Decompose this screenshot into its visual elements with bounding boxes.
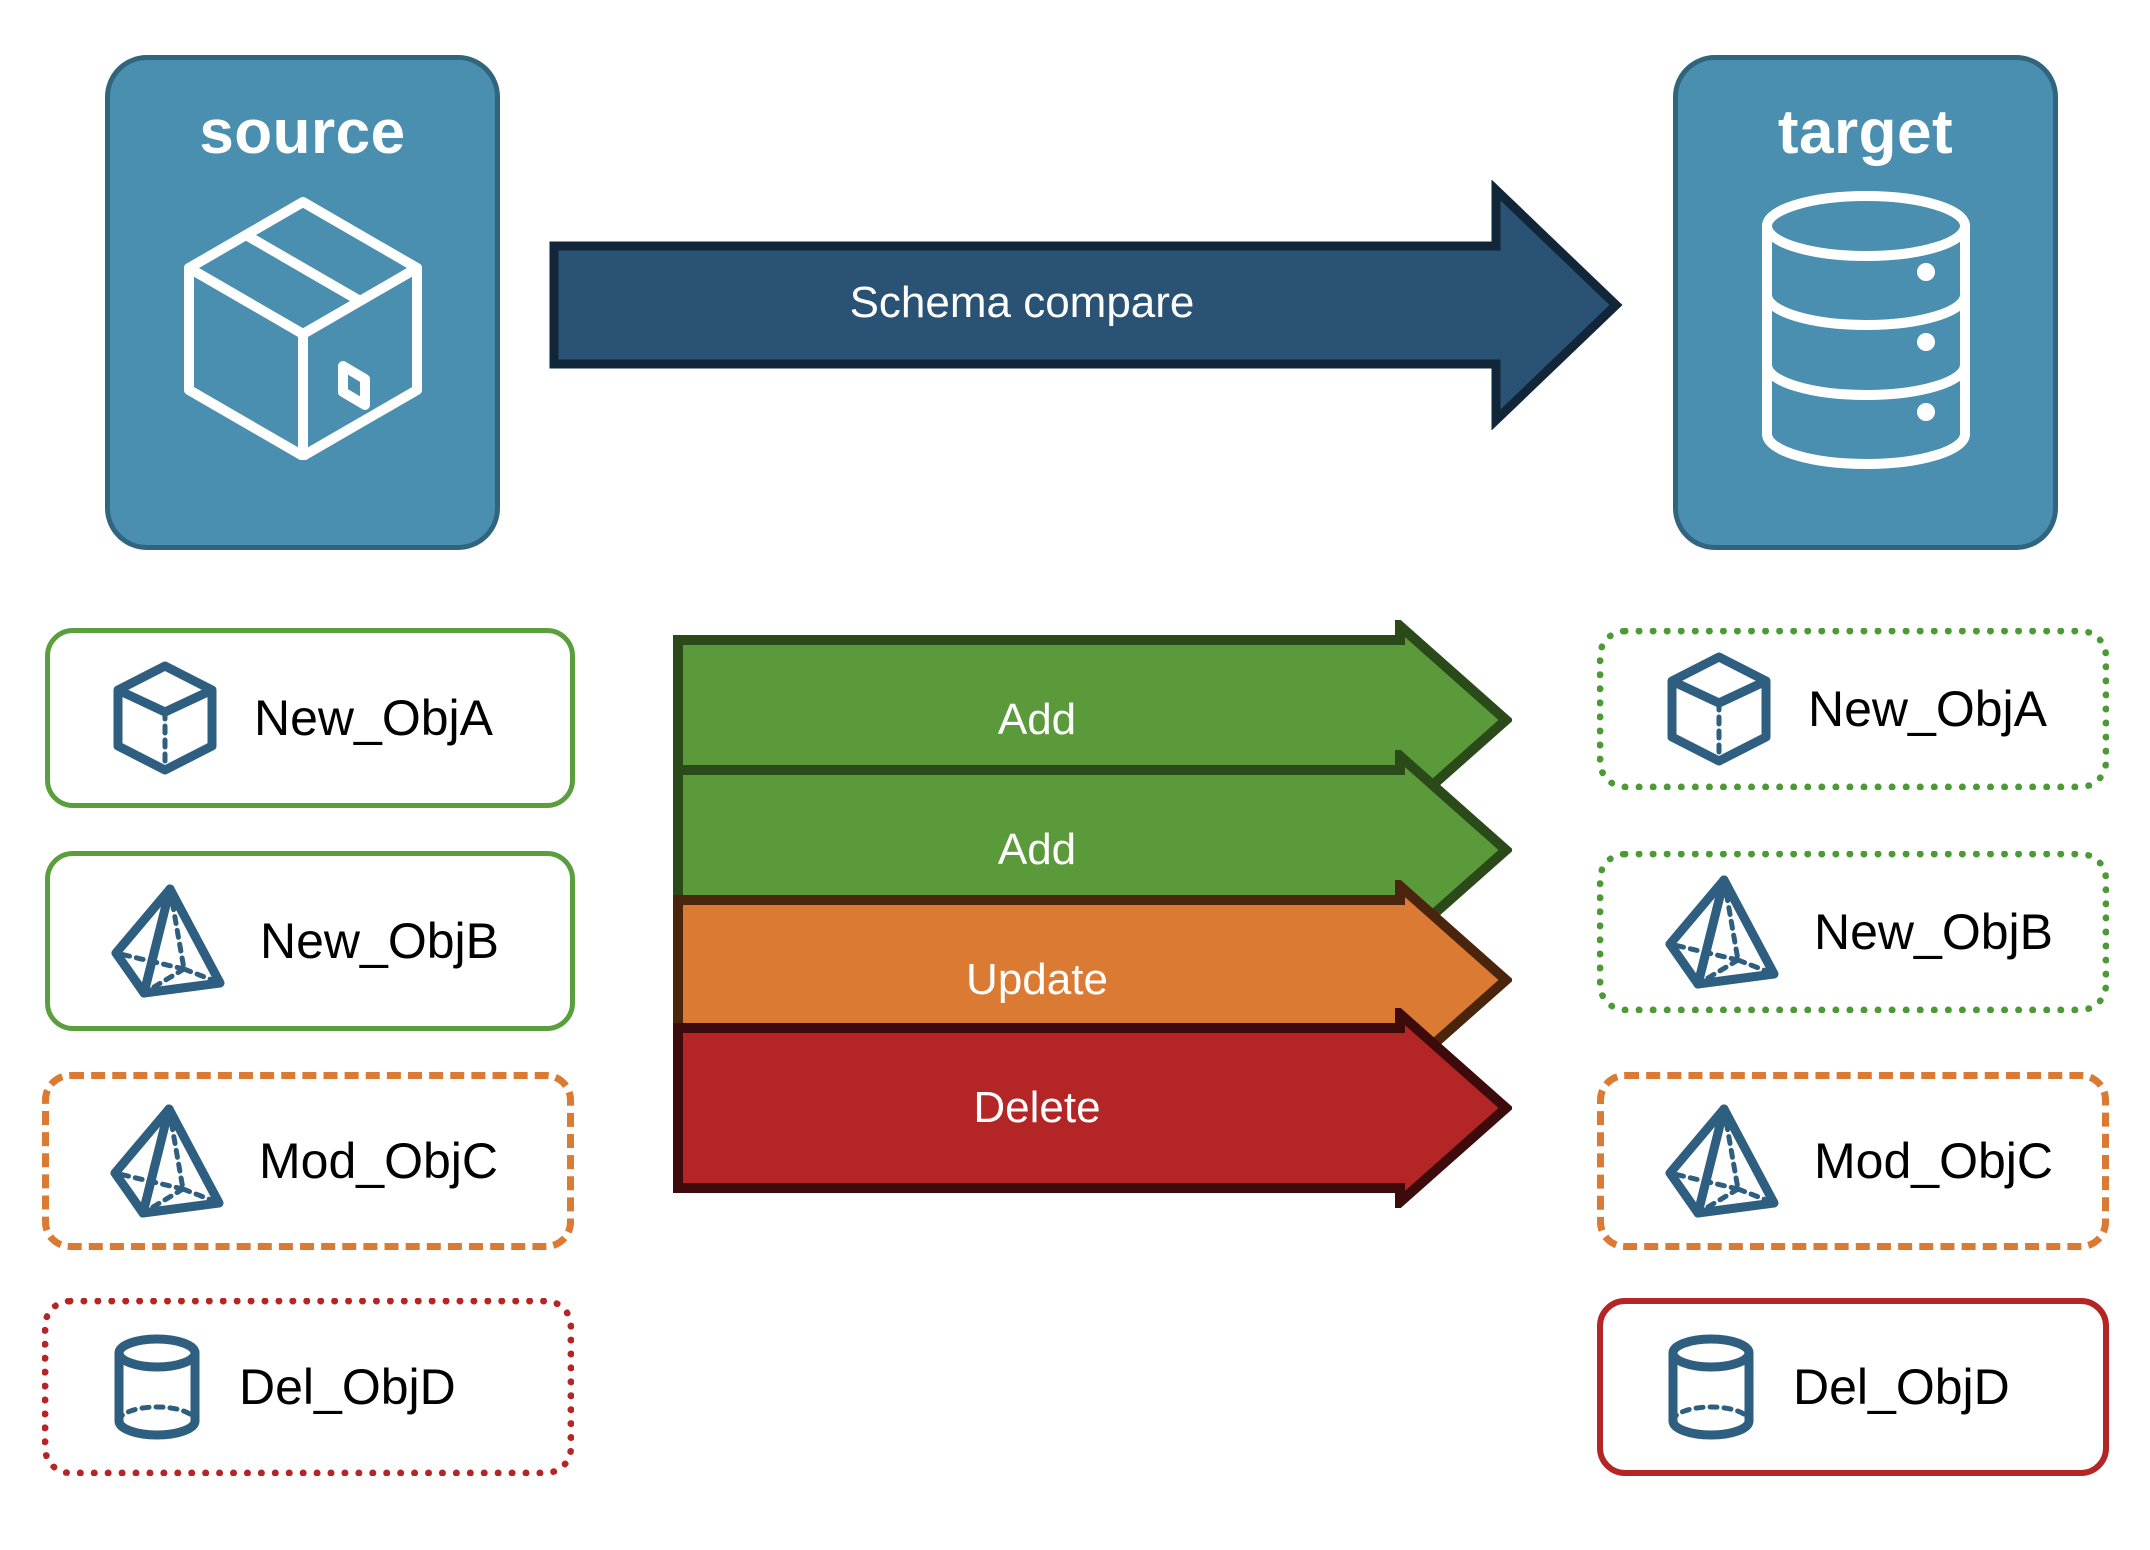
target-object-card[interactable]: New_ObjB — [1597, 851, 2109, 1013]
source-object-label: New_ObjA — [254, 690, 493, 746]
target-object-label: Mod_ObjC — [1814, 1133, 2053, 1189]
target-object-label: New_ObjA — [1808, 681, 2047, 737]
wireframe-pyramid-icon — [1664, 1103, 1780, 1219]
source-object-label: Del_ObjD — [239, 1359, 456, 1415]
source-object-card[interactable]: Mod_ObjC — [42, 1072, 574, 1250]
wireframe-pyramid-icon — [1664, 874, 1780, 990]
target-object-card[interactable]: Mod_ObjC — [1597, 1072, 2109, 1250]
source-object-card[interactable]: New_ObjB — [45, 851, 575, 1031]
package-box-icon — [173, 190, 433, 465]
database-cylinder-icon — [1751, 190, 1981, 475]
target-object-card[interactable]: Del_ObjD — [1597, 1298, 2109, 1476]
source-panel[interactable]: source — [105, 55, 500, 550]
wireframe-pyramid-icon — [110, 883, 226, 999]
wireframe-pyramid-icon — [109, 1103, 225, 1219]
source-object-label: New_ObjB — [260, 913, 499, 969]
target-panel[interactable]: target — [1673, 55, 2058, 550]
target-object-label: New_ObjB — [1814, 904, 2053, 960]
target-object-label: Del_ObjD — [1793, 1359, 2010, 1415]
schema-compare-arrow[interactable]: Schema compare — [548, 179, 1623, 431]
wireframe-cylinder-icon — [109, 1331, 205, 1443]
source-object-card[interactable]: Del_ObjD — [42, 1298, 574, 1476]
source-object-label: Mod_ObjC — [259, 1133, 498, 1189]
wireframe-cylinder-icon — [1663, 1331, 1759, 1443]
target-panel-title: target — [1777, 98, 1954, 167]
delete-arrow[interactable]: Delete — [672, 1002, 1514, 1214]
source-panel-title: source — [199, 98, 406, 167]
target-object-card[interactable]: New_ObjA — [1597, 628, 2109, 790]
source-object-card[interactable]: New_ObjA — [45, 628, 575, 808]
wireframe-cube-icon — [110, 660, 220, 776]
wireframe-cube-icon — [1664, 651, 1774, 767]
